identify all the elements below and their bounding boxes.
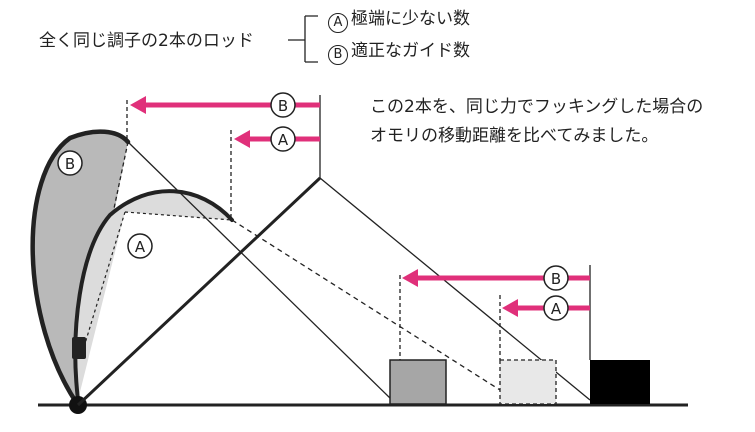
arrow-b-bottom-head (402, 269, 418, 287)
arrow-b-top-head (130, 96, 146, 114)
label-a-arrow-top: A (270, 126, 296, 152)
svg-text:B: B (278, 97, 288, 115)
description-line-2: オモリの移動距離を比べてみました。 (370, 126, 659, 146)
line-b (127, 141, 393, 401)
description-line-1: この2本を、同じ力でフッキングした場合の (370, 97, 704, 117)
arrow-a-bottom-head (502, 299, 518, 317)
svg-text:A: A (135, 238, 146, 256)
reference-rod (76, 176, 322, 407)
rod-b-line (79, 141, 129, 371)
label-b-rod: B (57, 150, 83, 176)
legend-title: 全く同じ調子の2本のロッド (39, 31, 254, 51)
rod-a-line (79, 211, 233, 361)
reel-icon (72, 337, 86, 359)
line-a (231, 219, 501, 391)
legend-bracket (288, 15, 318, 63)
legend-a-mark: A (328, 13, 348, 33)
svg-text:B: B (551, 270, 561, 288)
legend-a-label: 極端に少ない数 (351, 9, 470, 29)
svg-text:A: A (551, 300, 562, 318)
weight-a (499, 359, 557, 405)
rod-a-fill (75, 191, 232, 400)
legend-b-mark: B (328, 45, 348, 65)
label-a-rod: A (127, 233, 153, 259)
legend-b-label: 適正なガイド数 (351, 41, 470, 61)
label-b-arrow-top: B (270, 92, 296, 118)
arrow-a-top-head (234, 130, 250, 148)
rod-b (30, 129, 131, 408)
svg-text:B: B (65, 155, 75, 173)
label-b-arrow-bottom: B (543, 265, 569, 291)
rod-b-fill (32, 131, 128, 405)
svg-text:A: A (278, 131, 289, 149)
label-a-arrow-bottom: A (543, 295, 569, 321)
weight-reference (590, 360, 650, 404)
weight-b (389, 359, 447, 405)
